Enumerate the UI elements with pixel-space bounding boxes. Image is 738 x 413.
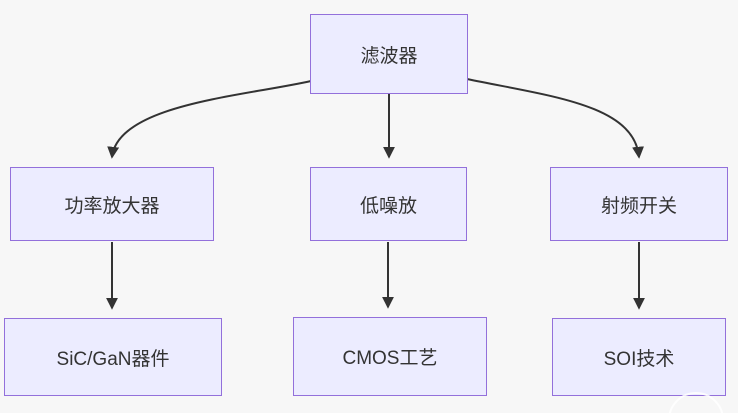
- node-soi-technology-label: SOI技术: [603, 348, 675, 370]
- node-soi-technology: SOI技术: [552, 318, 726, 396]
- node-sic-gan-devices: SiC/GaN器件: [4, 318, 222, 396]
- node-sic-gan-devices-label: SiC/GaN器件: [56, 348, 170, 370]
- node-filter: 滤波器: [310, 14, 468, 94]
- node-rf-switch-label: 射频开关: [600, 195, 677, 217]
- edge-filter-to-power-amplifier: [107, 80, 312, 159]
- node-lna: 低噪放: [310, 167, 467, 241]
- node-power-amplifier-label: 功率放大器: [64, 195, 160, 217]
- node-rf-switch: 射频开关: [550, 167, 728, 241]
- node-cmos-process: CMOS工艺: [293, 317, 487, 396]
- edge-filter-to-rf-switch: [466, 78, 644, 159]
- node-filter-label: 滤波器: [360, 45, 418, 67]
- node-power-amplifier: 功率放大器: [10, 167, 214, 241]
- node-cmos-process-label: CMOS工艺: [342, 348, 438, 369]
- node-lna-label: 低噪放: [359, 195, 417, 217]
